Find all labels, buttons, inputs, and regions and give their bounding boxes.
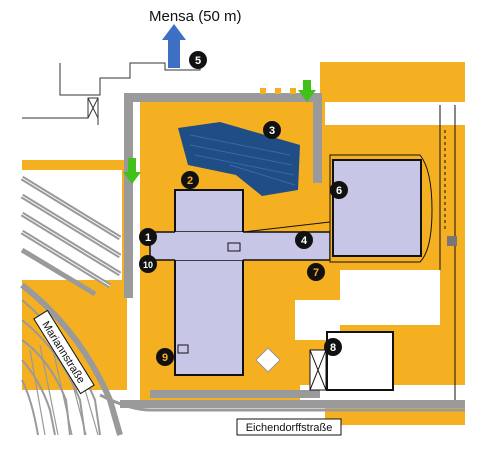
courtyard-lines (189, 134, 296, 186)
east-building (329, 154, 433, 263)
map-marker-10[interactable]: 10 (139, 255, 157, 273)
marker-2-label: 2 (187, 175, 193, 187)
marker-8-label: 8 (330, 342, 336, 354)
map-marker-2[interactable]: 2 (181, 171, 199, 189)
grid-box (447, 236, 457, 246)
south-street-box (236, 418, 342, 436)
small-squares (260, 88, 296, 94)
plaza-diamond (255, 347, 281, 373)
map-marker-5[interactable]: 5 (189, 51, 207, 69)
road-loop (120, 93, 465, 408)
marker-1-label: 1 (145, 232, 151, 244)
marker-5-label: 5 (195, 55, 201, 67)
map-marker-3[interactable]: 3 (263, 121, 281, 139)
map-marker-4[interactable]: 4 (295, 231, 313, 249)
map-marker-9[interactable]: 9 (156, 348, 174, 366)
right-edge (439, 105, 456, 400)
main-building (149, 189, 331, 376)
marker-9-label: 9 (162, 352, 168, 364)
marker-6-label: 6 (336, 185, 342, 197)
map-marker-8[interactable]: 8 (324, 338, 342, 356)
up-arrow-icon (162, 24, 186, 68)
down-arrow-icon (123, 158, 141, 184)
map-marker-7[interactable]: 7 (307, 263, 325, 281)
top-left-buildings (22, 60, 201, 125)
marker-3-label: 3 (269, 125, 275, 137)
parking-lines-left (21, 177, 121, 287)
down-arrow-icon (298, 80, 316, 102)
map-marker-1[interactable]: 1 (139, 228, 157, 246)
mensa-label: Mensa (50 m) (149, 8, 242, 25)
marker-4-label: 4 (301, 235, 308, 247)
marker-7-label: 7 (313, 267, 319, 279)
bottom-road (99, 393, 465, 412)
marker-10-label: 10 (143, 260, 153, 270)
south-street-label: Eichendorffstraße (246, 422, 333, 434)
map-marker-6[interactable]: 6 (330, 181, 348, 199)
